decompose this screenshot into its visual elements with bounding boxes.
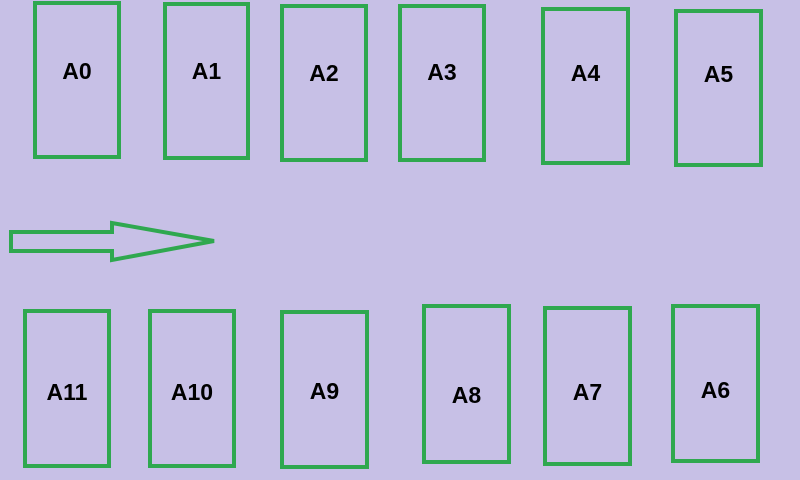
space-label: A4 [570,60,601,86]
space-label: A7 [572,379,603,405]
parking-space-a10: A10 [148,309,236,468]
parking-space-a8: A8 [422,304,511,464]
space-label: A6 [700,377,731,403]
parking-space-a1: A1 [163,2,250,160]
space-label: A9 [309,378,340,404]
parking-space-a11: A11 [23,309,111,468]
parking-space-a9: A9 [280,310,369,469]
parking-space-a4: A4 [541,7,630,165]
parking-space-a5: A5 [674,9,763,167]
parking-space-a6: A6 [671,304,760,463]
space-label: A8 [451,382,482,408]
space-label: A2 [309,60,339,86]
parking-space-a7: A7 [543,306,632,466]
space-label: A0 [62,58,92,84]
space-label: A5 [703,61,734,87]
space-label: A1 [191,58,222,84]
parking-space-a3: A3 [398,4,486,162]
parking-space-a2: A2 [280,4,368,162]
right-arrow-icon [9,220,215,263]
space-label: A3 [427,59,457,85]
space-label: A11 [46,379,88,405]
parking-space-a0: A0 [33,1,121,159]
space-label: A10 [170,379,214,405]
